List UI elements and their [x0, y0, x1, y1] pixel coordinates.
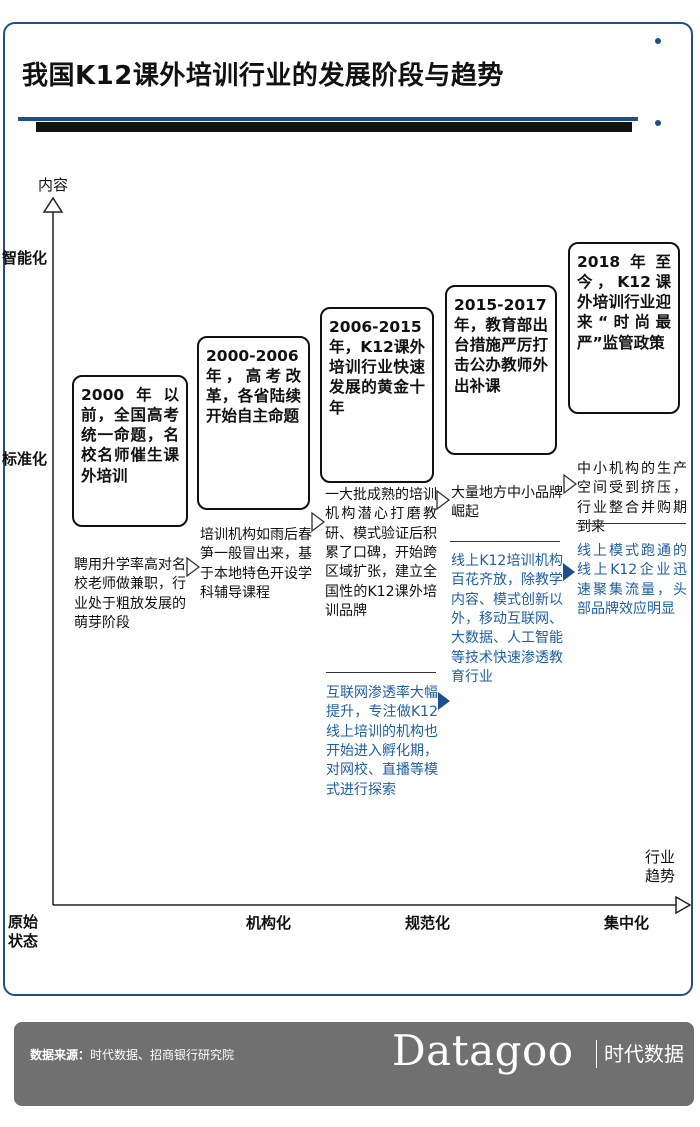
source-text: 时代数据、招商银行研究院	[90, 1048, 235, 1062]
x-level-regulated: 规范化	[405, 914, 451, 932]
axes-svg	[42, 196, 692, 915]
x-level-concentrated: 集中化	[604, 914, 650, 932]
x-axis-label-text: 行业趋势	[644, 848, 675, 885]
corner-dot	[655, 38, 661, 44]
stage-online-description-4: 线上K12培训机构百花齐放，除教学内容、模式创新以外，移动互联网、大数据、人工智…	[451, 553, 563, 685]
data-source: 数据来源：时代数据、招商银行研究院	[30, 1046, 234, 1063]
arrow-icon	[563, 563, 575, 581]
stage-description-1: 聘用升学率高对名校老师做兼职，行业处于粗放发展的萌芽阶段	[74, 557, 186, 631]
x-level-institutional: 机构化	[246, 914, 292, 932]
brand-name-cn: 时代数据	[604, 1042, 684, 1066]
stage-online-description-5: 线上模式跑通的线上K12企业迅速聚集流量，头部品牌效应明显	[577, 543, 687, 617]
arrow-icon	[311, 511, 326, 533]
y-axis-arrow	[42, 196, 64, 213]
stage-box-2: 2000-2006年，高考改革，各省陆续开始自主命题	[197, 336, 310, 510]
y-level-standard: 标准化	[2, 450, 48, 468]
origin-label: 原始状态	[8, 913, 44, 951]
stage-box-4: 2015-2017年，教育部出台措施严厉打击公办教师外出补课	[445, 285, 557, 455]
stage-online-description-3: 互联网渗透率大幅提升，专注做K12线上培训的机构也开始进入孵化期，对网校、直播等…	[326, 685, 438, 798]
arrow-icon	[563, 473, 578, 495]
stage-box-3: 2006-2015年，K12课外培训行业快速发展的黄金十年	[320, 307, 434, 483]
origin-label-text: 原始状态	[8, 913, 39, 950]
x-axis-arrow	[675, 895, 692, 915]
y-level-intelligent: 智能化	[2, 249, 48, 267]
source-label: 数据来源：	[30, 1048, 91, 1062]
stage-box-5: 2018年至今，K12课外培训行业迎来“时尚最严”监管政策	[568, 242, 680, 414]
separator-line	[450, 541, 560, 542]
arrow-icon	[186, 556, 201, 578]
stage-description-3: 一大批成熟的培训机构潜心打磨教研、模式验证后积累了口碑，开始跨区域扩张，建立全国…	[325, 487, 437, 619]
separator-line	[576, 523, 686, 524]
brand-divider	[596, 1040, 597, 1068]
footer-bar: 数据来源：时代数据、招商银行研究院 Datagoo 时代数据	[14, 1022, 694, 1106]
brand-logo: Datagoo	[392, 1026, 574, 1075]
page-title: 我国K12课外培训行业的发展阶段与趋势	[22, 61, 504, 91]
arrow-icon	[438, 692, 450, 710]
stage-description-5: 中小机构的生产空间受到挤压，行业整合并购期到来	[577, 461, 687, 535]
separator-line	[326, 672, 436, 673]
stage-description-2: 培训机构如雨后春笋一般冒出来，基于本地特色开设学科辅导课程	[200, 527, 312, 601]
y-axis-label: 内容	[38, 176, 69, 194]
x-axis-label: 行业趋势	[640, 848, 680, 886]
title-underline-black	[36, 122, 632, 132]
title-underline-blue	[18, 117, 638, 121]
corner-dot	[655, 120, 661, 126]
stage-box-1: 2000年以前，全国高考统一命题，名校名师催生课外培训	[72, 375, 188, 527]
stage-description-4: 大量地方中小品牌崛起	[451, 485, 563, 521]
arrow-icon	[436, 489, 451, 511]
